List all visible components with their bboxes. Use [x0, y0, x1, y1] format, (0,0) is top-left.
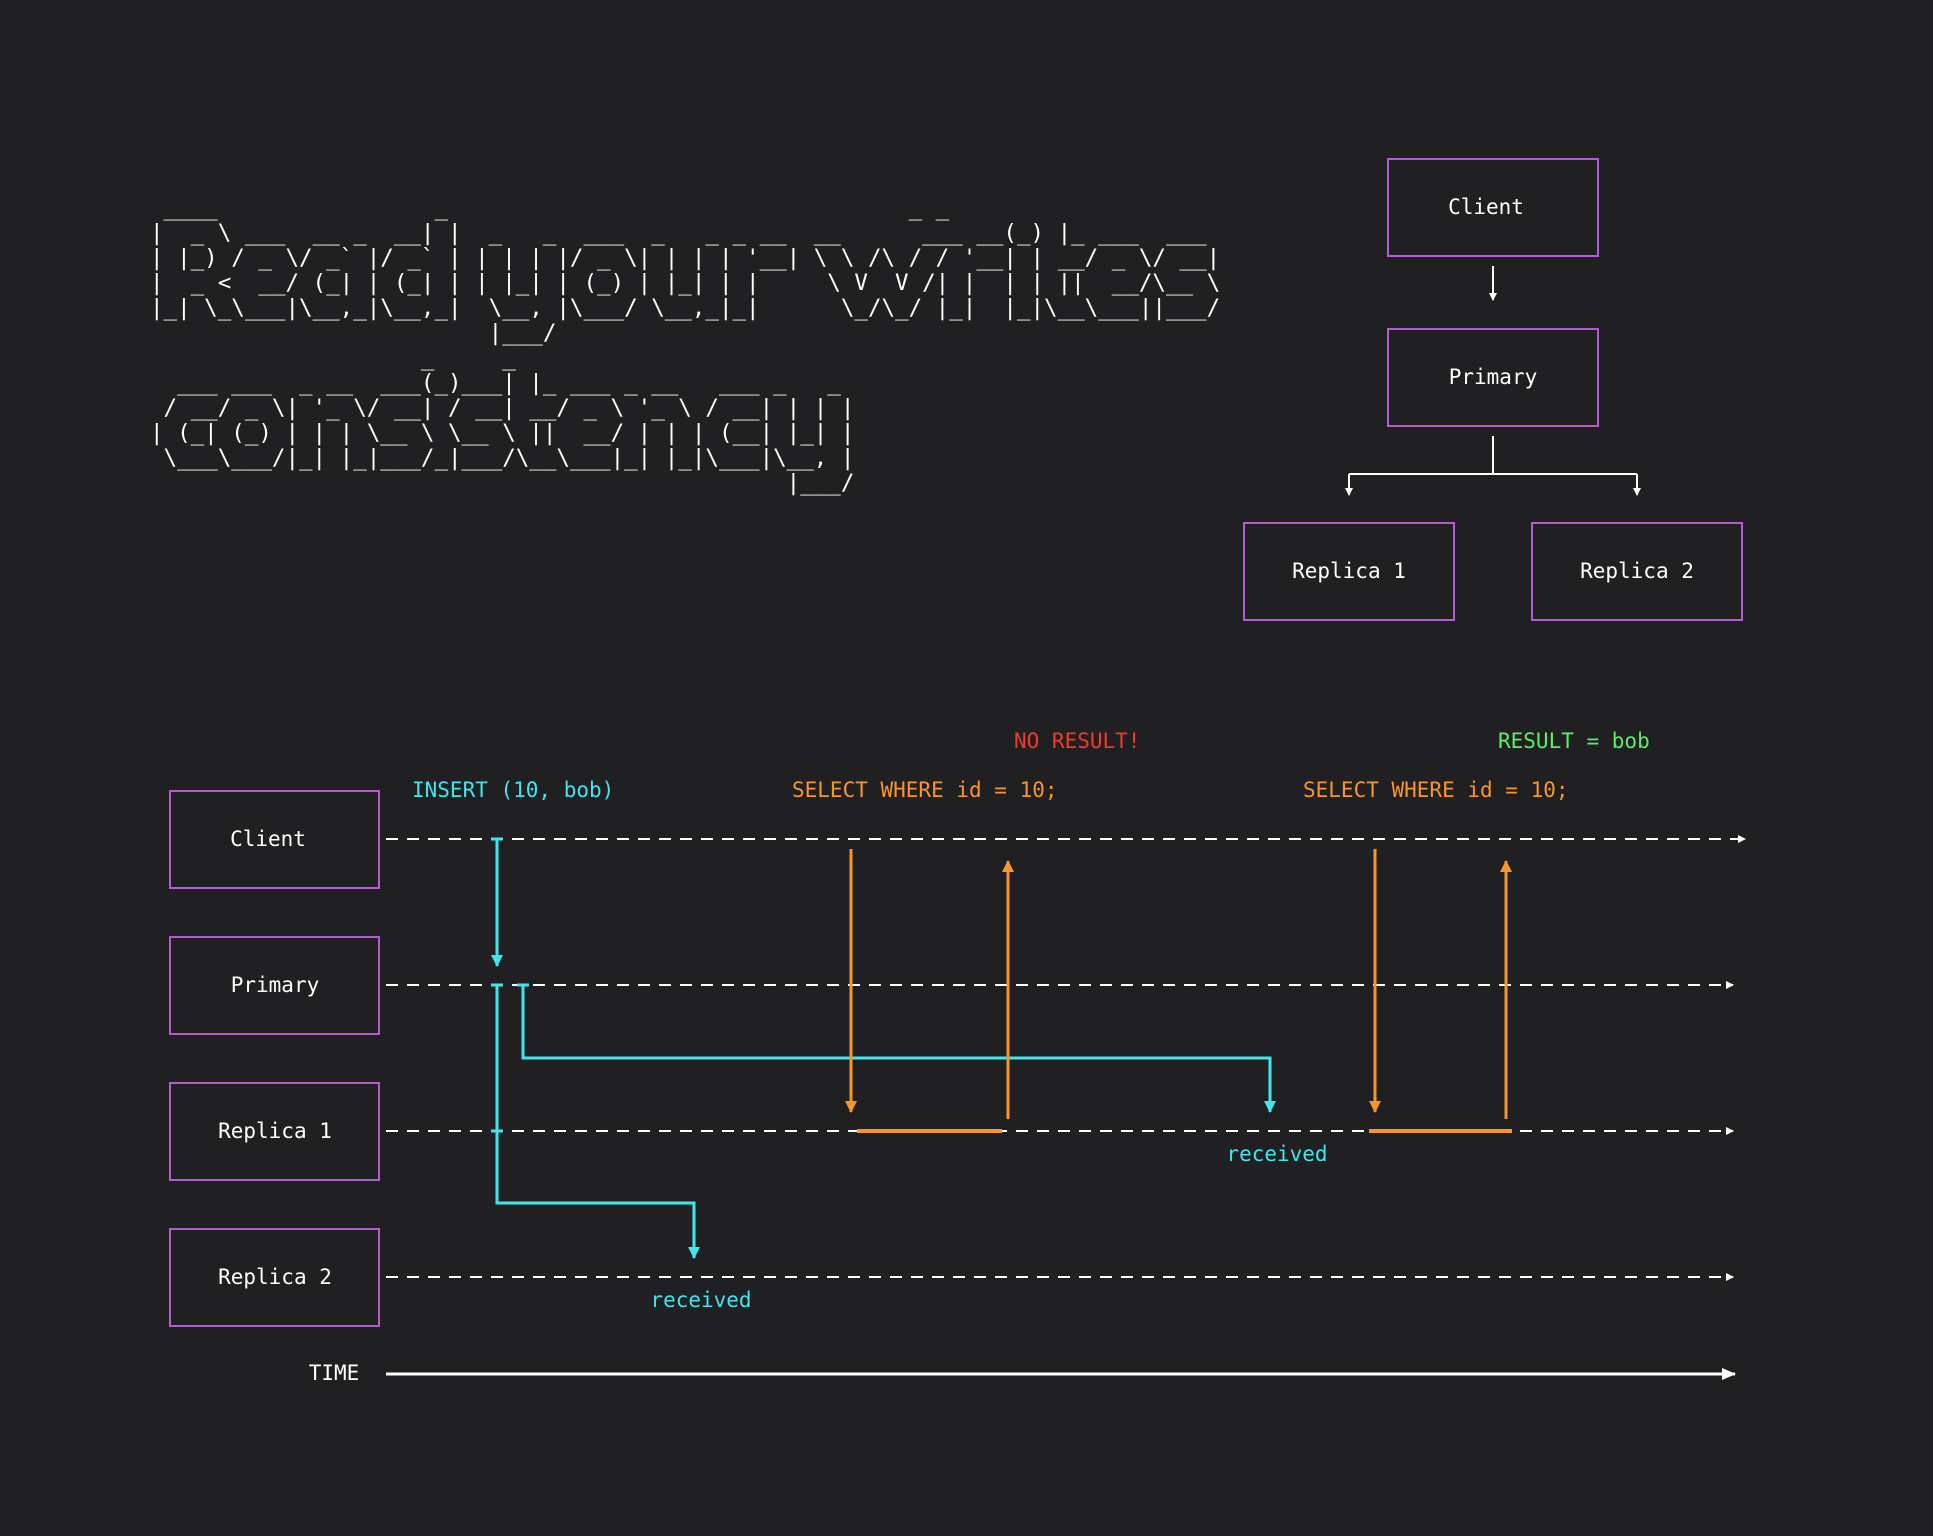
lane-replica1-label: Replica 1: [218, 1119, 332, 1143]
topology-client-node: [1387, 158, 1599, 257]
replication-to-replica2: [495, 985, 700, 1259]
lane-client-box: [169, 790, 380, 889]
lane-client-label: Client: [230, 827, 306, 851]
select-label-1: SELECT WHERE id = 10;: [792, 778, 1058, 802]
result-label: RESULT = bob: [1498, 729, 1650, 753]
topology-replica2-label: Replica 2: [1580, 559, 1694, 583]
topology-replica1-label: Replica 1: [1292, 559, 1406, 583]
timeline-diagram: Client Primary Replica 1 Replica 2 TIME …: [169, 729, 1746, 1385]
replication-to-replica1: [521, 985, 1276, 1113]
lane-replica2-label: Replica 2: [218, 1265, 332, 1289]
select-label-2: SELECT WHERE id = 10;: [1303, 778, 1569, 802]
topology-client-label: Client: [1448, 195, 1524, 219]
topology-primary-node: [1387, 328, 1599, 427]
topology-replica1-node: [1243, 522, 1455, 621]
lane-replica2-box: [169, 1228, 380, 1327]
topology-primary-label: Primary: [1449, 365, 1538, 389]
no-result-label: NO RESULT!: [1014, 729, 1140, 753]
topology-replica2-node: [1531, 522, 1743, 621]
time-label: TIME: [309, 1361, 360, 1385]
received-replica2-label: received: [650, 1288, 751, 1312]
topology-diagram: Client Primary Replica 1 Replica 2: [1243, 158, 1743, 621]
lane-primary-label: Primary: [231, 973, 320, 997]
title-ascii-art: ____ _ _ _ | _ \ ___ __ _ __| | _ _ ___ …: [150, 195, 1221, 496]
insert-label: INSERT (10, bob): [412, 778, 614, 802]
lane-primary-box: [169, 936, 380, 1035]
lane-replica1-box: [169, 1082, 380, 1181]
received-replica1-label: received: [1226, 1142, 1327, 1166]
